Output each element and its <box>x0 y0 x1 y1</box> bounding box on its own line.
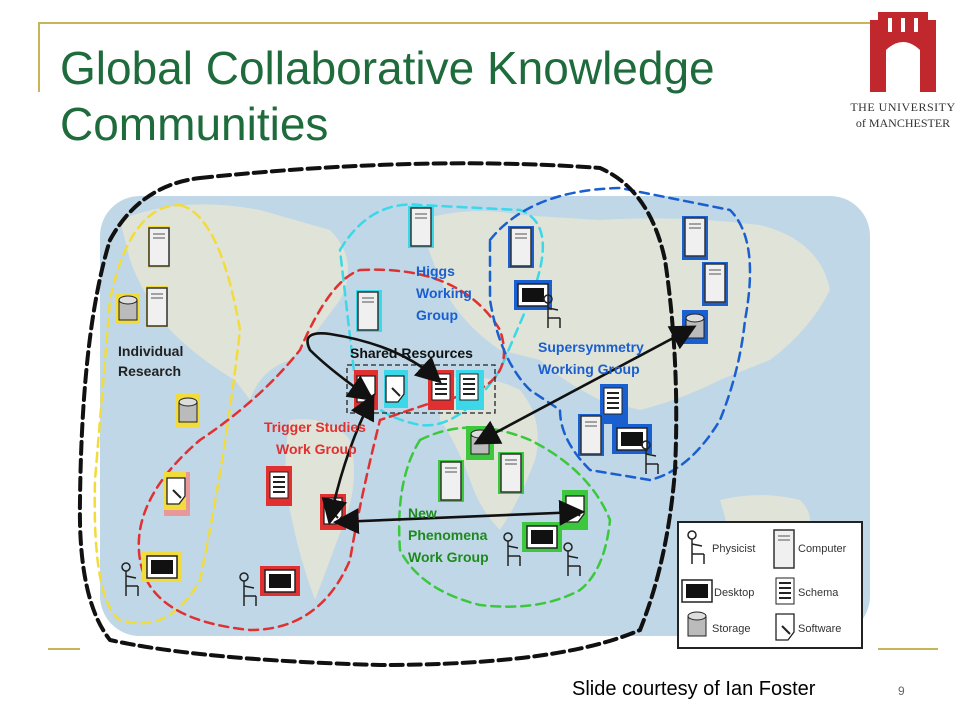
desktop-icon <box>526 525 558 549</box>
trigger-label-2: Work Group <box>276 441 357 457</box>
legend-software-label: Software <box>798 623 841 635</box>
slide-title: Global Collaborative Knowledge Communiti… <box>60 40 850 152</box>
desktop-icon <box>264 569 296 593</box>
susy-label-2: Working Group <box>538 361 640 377</box>
computer-icon <box>510 227 532 267</box>
computer-icon <box>500 453 522 493</box>
individual-resources <box>116 226 200 597</box>
frame-bottom-line-left <box>48 648 80 650</box>
legend-software-icon <box>775 613 795 641</box>
computer-icon <box>357 291 379 331</box>
phenomena-label-2: Phenomena <box>408 527 488 543</box>
storage-icon <box>685 313 705 339</box>
logo-line-1: THE UNIVERSITY <box>850 100 956 114</box>
schema-icon <box>459 373 479 401</box>
computer-icon <box>146 287 168 327</box>
higgs-label-3: Group <box>416 307 458 323</box>
higgs-label-1: Higgs <box>416 263 455 279</box>
desktop-icon <box>517 283 549 307</box>
legend-schema-icon <box>775 577 795 605</box>
arrow-trigger-to-phenomena <box>332 499 586 535</box>
page-number: 9 <box>898 684 905 698</box>
frame-bottom-line-right <box>878 648 938 650</box>
storage-icon <box>118 295 138 321</box>
collaboration-arrows <box>306 325 697 535</box>
desktop-icon <box>146 555 178 579</box>
software-icon <box>356 375 376 403</box>
software-icon <box>565 495 585 523</box>
computer-icon <box>684 217 706 257</box>
legend-desktop-label: Desktop <box>714 587 754 599</box>
slide-credit: Slide courtesy of Ian Foster <box>572 678 816 700</box>
frame-left-line <box>38 22 40 92</box>
computer-icon <box>580 415 602 455</box>
phenomena-label-1: New <box>408 505 437 521</box>
group-labels: Individual Research Higgs Working Group … <box>118 263 644 565</box>
phenomena-label-3: Work Group <box>408 549 489 565</box>
software-icon <box>166 477 186 505</box>
computer-icon <box>440 461 462 501</box>
legend-computer-icon <box>773 529 795 569</box>
computer-icon <box>410 207 432 247</box>
slide-title-line-1: Global Collaborative Knowledge <box>60 42 715 94</box>
global-community-boundary <box>77 161 679 668</box>
trigger-label-1: Trigger Studies <box>264 419 366 435</box>
susy-label-1: Supersymmetry <box>538 339 644 355</box>
arrow-phenomena-to-susy <box>473 325 697 445</box>
individual-label-2: Research <box>118 363 181 379</box>
frame-top-line <box>38 22 878 24</box>
legend-desktop-icon <box>681 579 713 603</box>
computer-icon <box>148 227 170 267</box>
legend-storage-icon <box>687 611 707 637</box>
legend-storage-label: Storage <box>712 623 751 635</box>
university-logo: THE UNIVERSITY of MANCHESTER <box>848 6 958 136</box>
university-crest-icon <box>870 12 936 92</box>
legend-schema-label: Schema <box>798 587 839 599</box>
arrow-trigger-to-shared <box>306 332 442 401</box>
software-icon <box>385 375 405 403</box>
legend: Physicist Computer Desktop Schema Storag… <box>677 521 863 649</box>
schema-icon <box>603 387 623 415</box>
shared-resources-label: Shared Resources <box>350 345 473 361</box>
higgs-label-2: Working <box>416 285 472 301</box>
slide-title-line-2: Communities <box>60 98 329 150</box>
storage-icon <box>178 397 198 423</box>
individual-label-1: Individual <box>118 343 183 359</box>
legend-physicist-label: Physicist <box>712 543 755 555</box>
individual-research-boundary <box>93 203 242 625</box>
computer-icon <box>704 263 726 303</box>
legend-computer-label: Computer <box>798 543 847 555</box>
schema-icon <box>269 471 289 499</box>
logo-line-2: of MANCHESTER <box>855 116 951 130</box>
